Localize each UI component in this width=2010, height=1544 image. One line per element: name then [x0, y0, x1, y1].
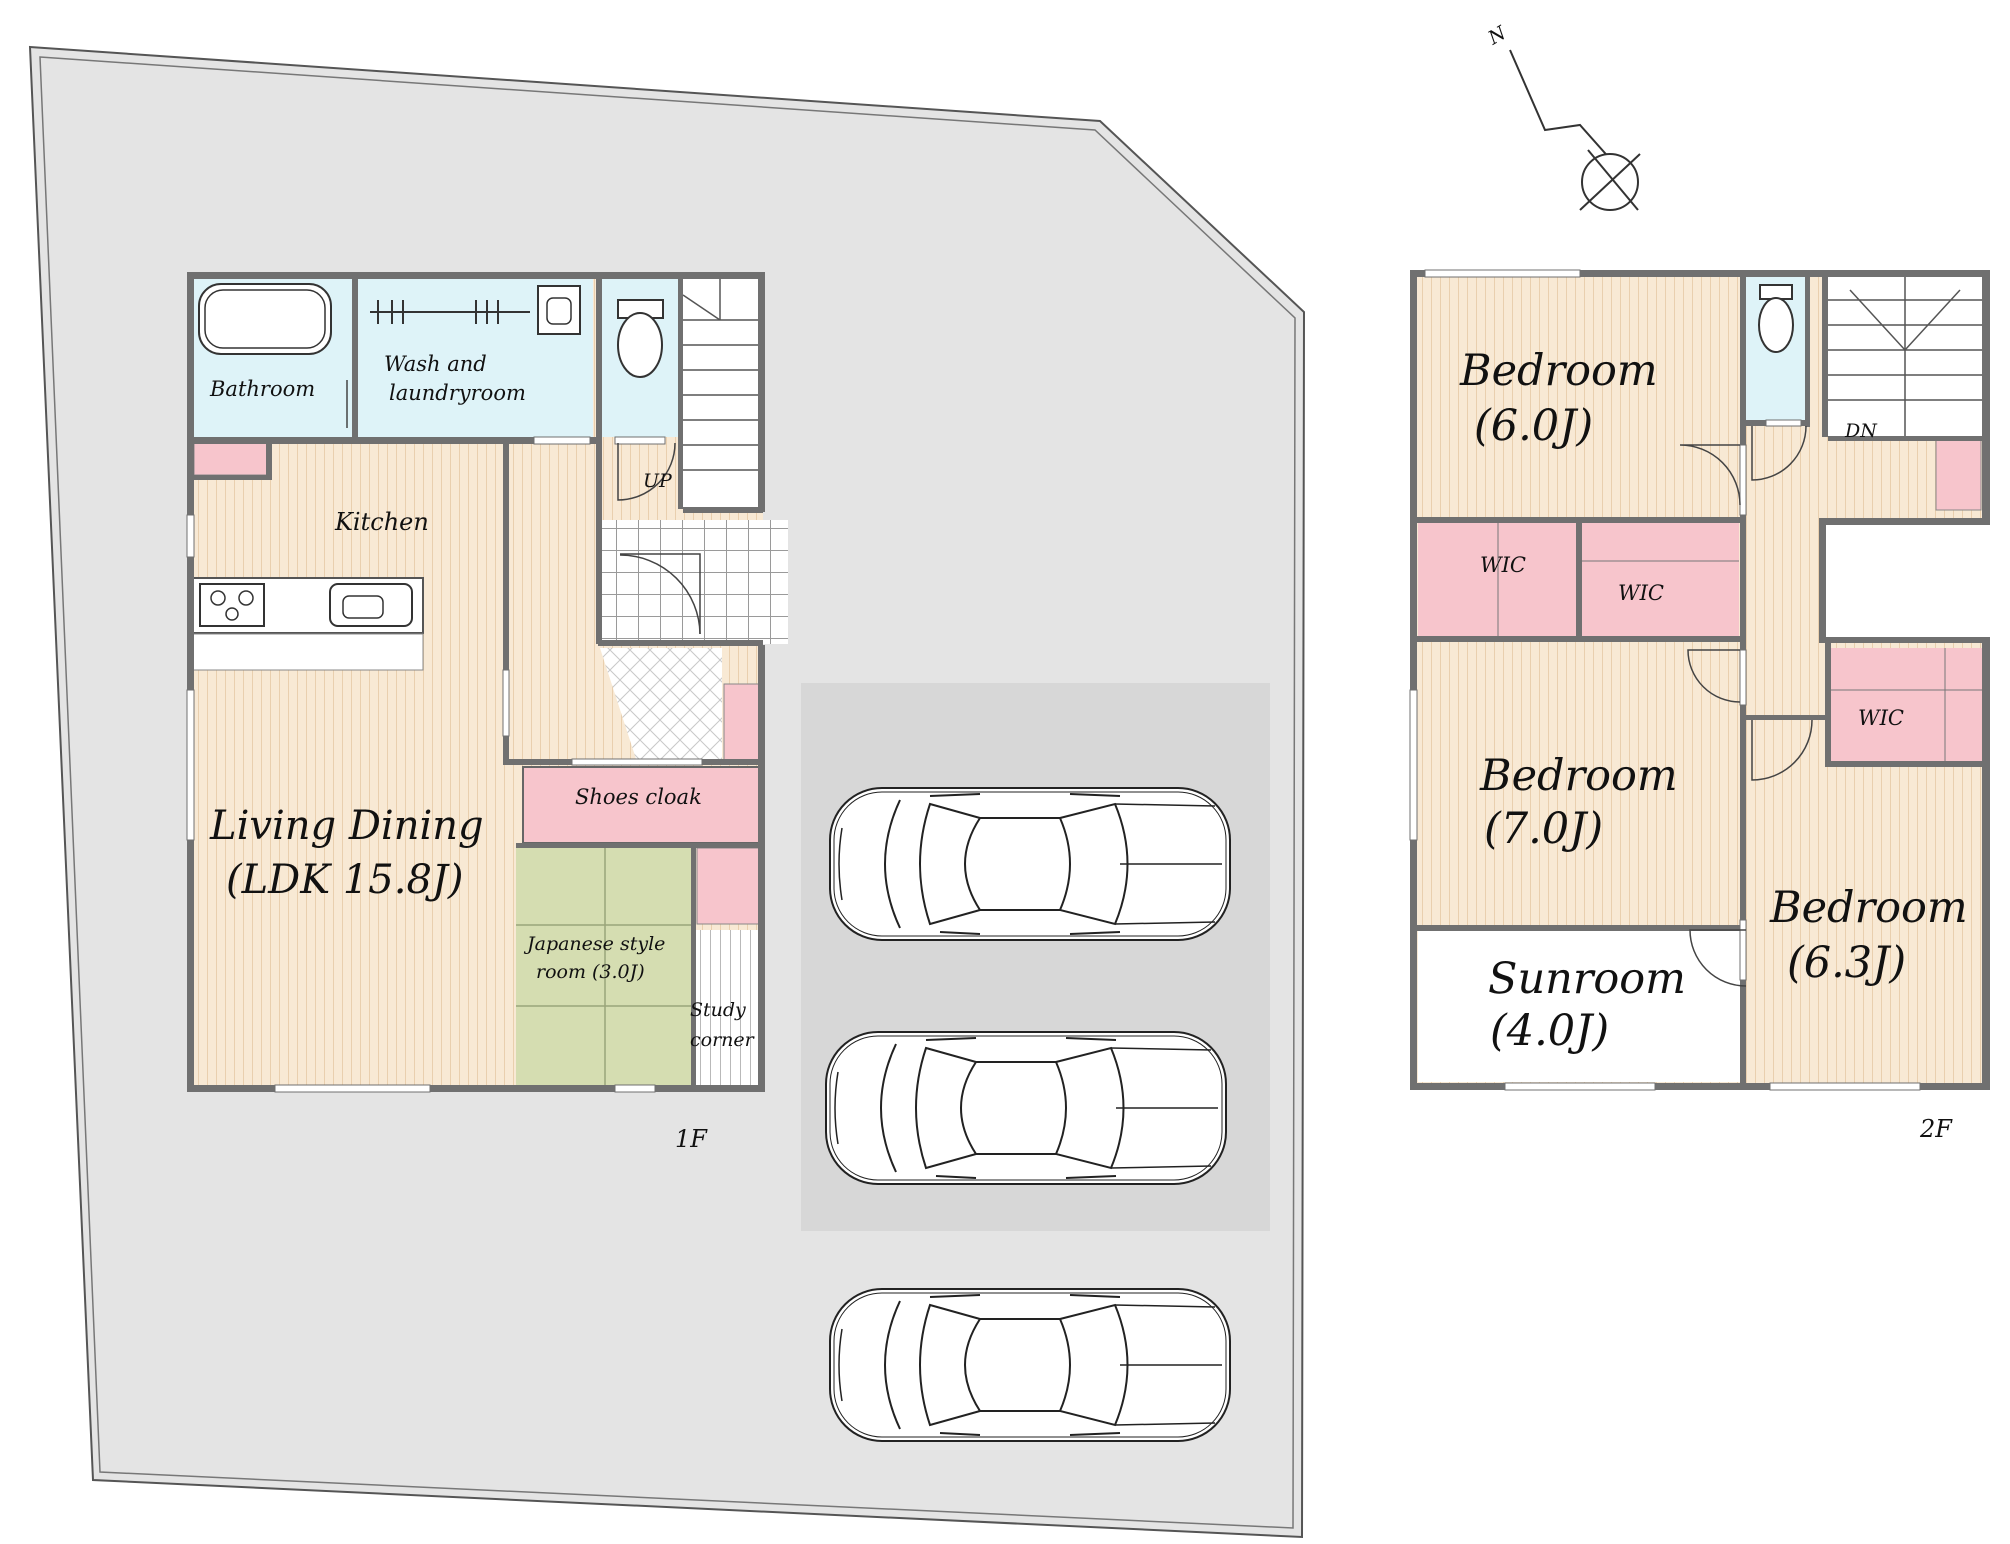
label-kitchen: Kitchen [334, 508, 429, 536]
bathtub-icon [198, 283, 332, 355]
laundry-rail-icon [370, 300, 530, 324]
sunroom [1418, 930, 1740, 1082]
toilet-icon [1758, 284, 1794, 353]
label-shoes-cloak: Shoes cloak [575, 785, 702, 809]
toilet-icon [617, 299, 664, 378]
label-wic-3: WIC [1858, 706, 1904, 730]
label-stair-up: UP [643, 470, 673, 492]
label-bedroom-2: Bedroom [1479, 751, 1678, 801]
wic-2 [1580, 521, 1739, 637]
entrance-porch [598, 520, 788, 644]
car-icon [829, 1288, 1231, 1442]
sink-icon [537, 285, 581, 335]
label-bedroom-2-size: (7.0J) [1484, 804, 1603, 854]
label-bedroom-1-size: (6.0J) [1474, 401, 1593, 451]
japanese-room-closet [696, 847, 760, 925]
label-wash-room: Wash and [384, 352, 487, 376]
floor-label-1f: 1F [675, 1125, 708, 1153]
floor-1f [186, 272, 788, 1093]
label-bedroom-1: Bedroom [1459, 346, 1658, 396]
label-study-corner: Study [690, 999, 746, 1021]
entrance-genkan [600, 648, 722, 762]
stove-icon [199, 583, 265, 627]
north-arrow-icon [1509, 49, 1641, 211]
label-japanese-room-size: room (3.0J) [536, 961, 645, 983]
hall-storage-2f [1935, 439, 1982, 511]
kitchen-sink-icon [329, 583, 413, 627]
label-ldk-size: (LDK 15.8J) [226, 857, 464, 903]
door-swing-icon [1679, 425, 1813, 987]
study-corner [693, 930, 759, 1086]
label-bathroom: Bathroom [209, 377, 315, 401]
label-bedroom-3-size: (6.3J) [1787, 938, 1906, 988]
label-stair-down: DN [1844, 420, 1878, 442]
site-lot-inner [39, 56, 1296, 1529]
car-icon [829, 787, 1231, 941]
kitchen-storage [193, 440, 269, 476]
label-sunroom: Sunroom [1488, 954, 1686, 1004]
door-swing-icon [346, 380, 701, 635]
compass-label: N [1484, 21, 1511, 50]
label-wic-2: WIC [1618, 581, 1664, 605]
genkan-storage [723, 683, 761, 763]
japanese-room [516, 848, 691, 1086]
label-sunroom-size: (4.0J) [1490, 1006, 1609, 1056]
walls-1f [187, 272, 765, 1092]
label-wash-room: laundryroom [389, 381, 526, 405]
car-icon [825, 1031, 1227, 1185]
label-bedroom-3: Bedroom [1769, 883, 1968, 933]
label-ldk: Living Dining [209, 803, 484, 849]
floor-label-2f: 2F [1919, 1115, 1953, 1143]
floor-2f [1409, 269, 1993, 1091]
wic-1 [1418, 521, 1576, 637]
label-study-corner: corner [690, 1029, 756, 1051]
wic-3 [1825, 648, 1982, 761]
label-wic-1: WIC [1480, 553, 1526, 577]
label-japanese-room: Japanese style [523, 933, 665, 955]
